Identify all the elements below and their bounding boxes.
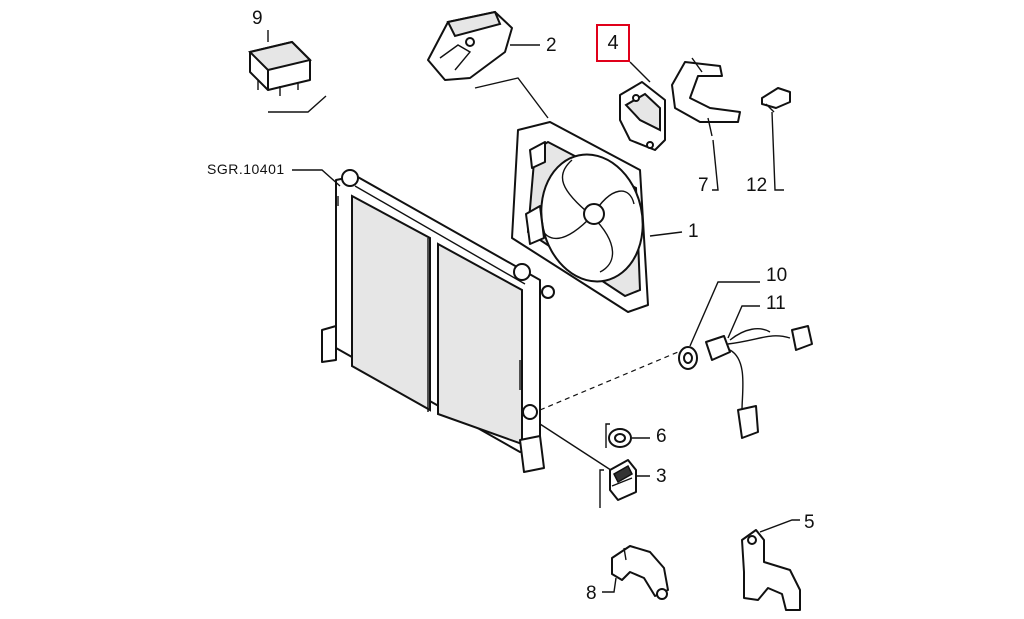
part-2-cover[interactable]: [427, 10, 513, 81]
label-part-5: 5: [804, 512, 815, 533]
leader-4: [629, 61, 651, 83]
leader-12: [771, 111, 784, 191]
part-1-fan-shroud[interactable]: [511, 121, 654, 313]
label-part-9: 9: [252, 8, 263, 29]
label-part-6: 6: [656, 426, 667, 447]
label-reference: SGR.10401: [207, 161, 285, 177]
label-part-2: 2: [546, 35, 557, 56]
label-part-1: 1: [688, 221, 699, 242]
label-part-3: 3: [656, 466, 667, 487]
leader-ref: [292, 169, 341, 187]
leader-10: [689, 281, 760, 347]
link-part-3: [539, 423, 621, 477]
leader-1: [649, 231, 683, 237]
part-3-sensor[interactable]: [609, 459, 637, 501]
highlight-part-4[interactable]: 4: [596, 24, 630, 62]
part-11-wiring-harness[interactable]: [705, 325, 813, 439]
leader-9: [267, 30, 327, 113]
part-10-oring[interactable]: [678, 346, 698, 370]
part-12-screw[interactable]: [761, 87, 791, 113]
label-part-8: 8: [586, 583, 597, 604]
part-7-bracket[interactable]: [671, 57, 741, 137]
label-part-10: 10: [766, 265, 788, 286]
part-8-clamp[interactable]: [611, 545, 669, 600]
leader-6: [605, 423, 650, 448]
leader-8: [602, 577, 617, 593]
label-part-7: 7: [698, 175, 709, 196]
leader-5: [759, 519, 800, 533]
radiator[interactable]: [321, 169, 555, 473]
part-5-clip[interactable]: [741, 529, 801, 611]
leader-3: [599, 469, 650, 508]
leader-2: [474, 44, 549, 119]
label-part-12: 12: [746, 175, 768, 196]
label-part-11: 11: [766, 293, 786, 314]
leader-11: [727, 305, 760, 339]
part-9-relay[interactable]: [248, 40, 312, 96]
label-part-4: 4: [607, 31, 619, 54]
part-6-washer[interactable]: [608, 428, 632, 448]
dashed-link-sensor: [539, 351, 679, 411]
leader-7: [712, 139, 719, 191]
part-4-resistor[interactable]: [619, 81, 666, 151]
